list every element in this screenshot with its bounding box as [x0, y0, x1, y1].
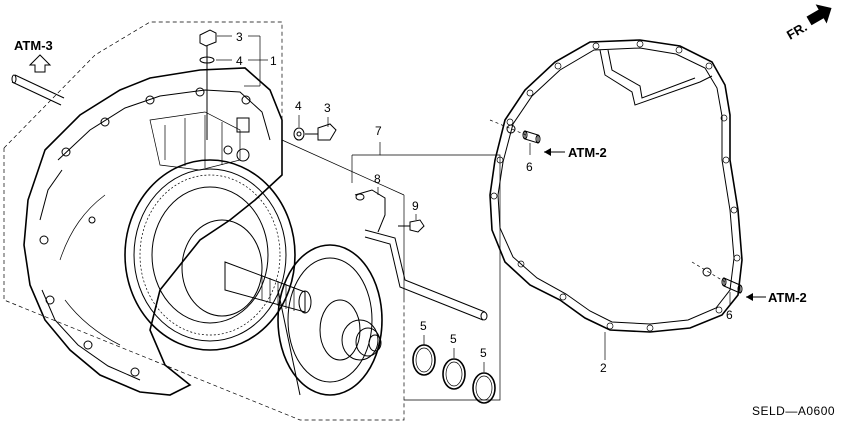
front-direction: FR. — [784, 4, 832, 43]
case-gasket: 2 — [489, 39, 743, 375]
atm2-upper-label: ATM-2 — [568, 145, 607, 160]
front-arrow-icon — [806, 4, 832, 26]
bolt-icon — [199, 29, 217, 47]
callout-3-top: 3 — [236, 30, 243, 44]
callout-5-b: 5 — [450, 332, 457, 346]
arrow-left-icon — [544, 148, 551, 156]
callout-7: 7 — [375, 124, 382, 138]
callout-1: 1 — [270, 54, 277, 68]
o-ring-icon — [412, 344, 436, 376]
atm3-reference: ATM-3 — [11, 38, 65, 106]
atm2-lower-label: ATM-2 — [768, 290, 807, 305]
callout-8: 8 — [374, 172, 381, 186]
atm3-label: ATM-3 — [14, 38, 53, 53]
callout-4-mid: 4 — [295, 99, 302, 113]
up-arrow-icon — [28, 54, 52, 73]
dowel-lower: 6 ATM-2 — [691, 261, 807, 322]
top-bolt-set: 3 4 1 — [199, 29, 277, 140]
bolt-icon — [409, 219, 425, 233]
washer-icon — [293, 127, 305, 141]
clutch-assembly — [124, 159, 383, 396]
arrow-left-icon — [746, 293, 753, 301]
pipe-group: 7 8 9 — [351, 124, 501, 401]
mid-bolt-set: 4 3 — [293, 99, 337, 141]
washer-icon — [199, 56, 215, 64]
callout-2: 2 — [600, 361, 607, 375]
alignment-pin — [11, 74, 65, 106]
front-label: FR. — [784, 19, 810, 42]
o-ring-icon — [442, 358, 466, 390]
callout-5-c: 5 — [480, 346, 487, 360]
dowel-pin-icon — [723, 277, 741, 294]
callout-5-a: 5 — [420, 319, 427, 333]
pipe-bracket — [354, 189, 386, 233]
diagram-code: SELD—A0600 — [752, 404, 835, 418]
transmission-housing — [23, 67, 283, 396]
bolt-icon — [317, 123, 337, 141]
dowel-upper: 6 ATM-2 — [489, 119, 607, 174]
callout-4-top: 4 — [236, 54, 243, 68]
callout-6-lower: 6 — [726, 308, 733, 322]
o-ring-icon — [472, 372, 496, 404]
callout-6-upper: 6 — [526, 160, 533, 174]
assembly-frame — [3, 21, 405, 421]
callout-3-mid: 3 — [324, 101, 331, 115]
o-rings: 5 5 5 — [412, 319, 496, 404]
callout-9: 9 — [412, 199, 419, 213]
